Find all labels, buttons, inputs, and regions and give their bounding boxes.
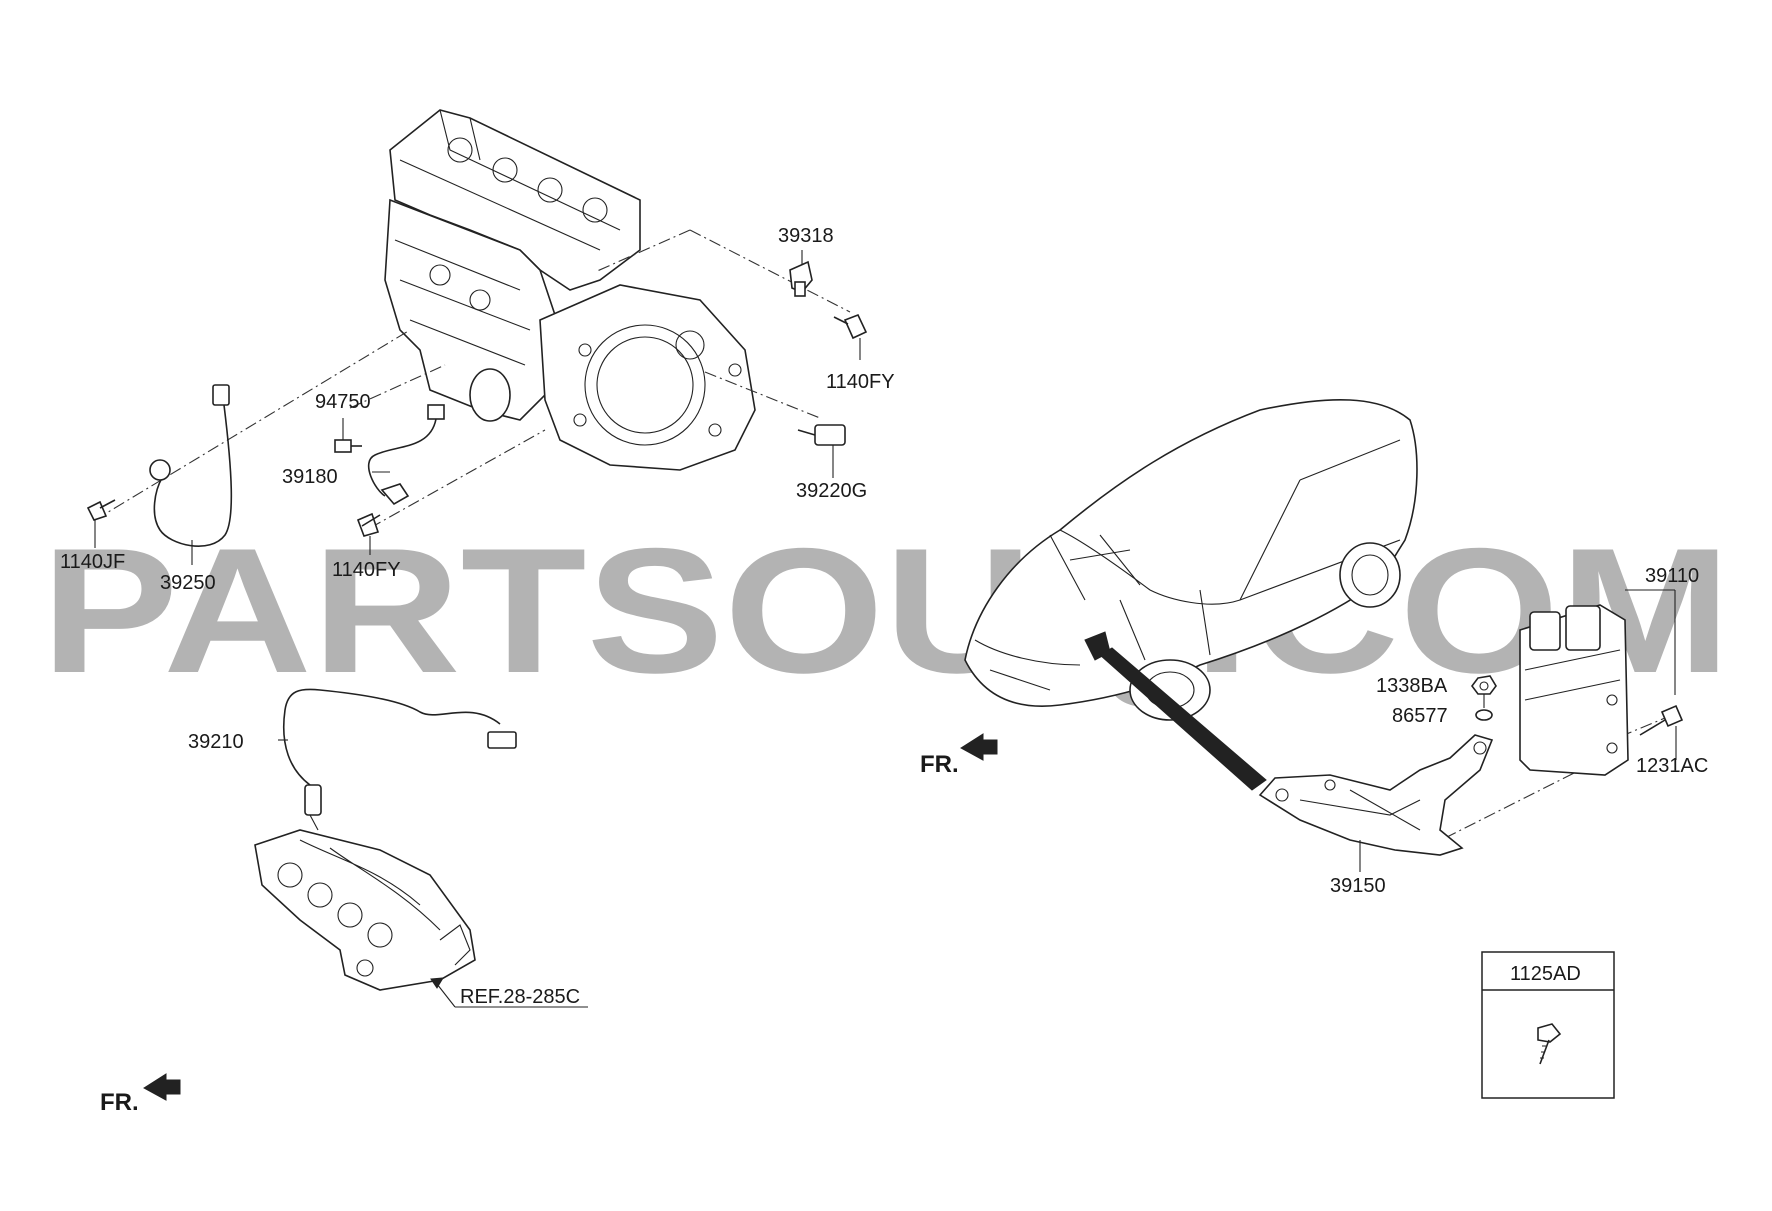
label-39150: 39150 <box>1330 875 1386 897</box>
fr-arrow-left <box>143 1073 181 1101</box>
label-ref-28-285C: REF.28-285C <box>460 986 580 1008</box>
label-39180: 39180 <box>282 466 338 488</box>
label-1231AC: 1231AC <box>1636 755 1708 777</box>
fr-arrow-right <box>960 733 998 761</box>
part-39318-sensor <box>789 260 813 297</box>
label-39220G: 39220G <box>796 480 867 502</box>
part-1338BA-nut <box>1471 675 1497 695</box>
part-39210-oxygen-sensor <box>282 688 517 831</box>
label-1125AD: 1125AD <box>1510 963 1581 985</box>
part-39250-knock-sensor <box>149 384 233 547</box>
label-39210: 39210 <box>188 731 244 753</box>
engine-block-drawing <box>384 109 756 471</box>
label-1140FY-top: 1140FY <box>826 371 895 393</box>
inset-box-1125AD <box>1481 951 1615 1099</box>
part-1140FY-top-bolt <box>833 313 868 340</box>
label-94750: 94750 <box>315 391 371 413</box>
part-1231AC-bolt <box>1639 704 1684 736</box>
car-drawing <box>964 398 1418 721</box>
label-39110: 39110 <box>1645 565 1699 587</box>
label-1140JF: 1140JF <box>60 551 125 573</box>
part-1140FY-bottom-bolt <box>356 512 381 537</box>
fr-label-right: FR. <box>920 751 959 778</box>
location-pointer <box>1099 647 1267 791</box>
label-1140FY-bottom: 1140FY <box>332 559 401 581</box>
part-39150-bracket <box>1258 734 1494 856</box>
part-1140JF-bolt <box>86 499 116 521</box>
label-39318: 39318 <box>778 225 834 247</box>
part-86577-washer <box>1475 709 1493 721</box>
part-39110-ecu <box>1519 604 1629 776</box>
ref-pointer <box>430 977 588 1008</box>
label-86577: 86577 <box>1392 705 1448 727</box>
part-94750-sender <box>334 439 362 453</box>
fr-label-left: FR. <box>100 1089 139 1116</box>
part-39220G-sensor <box>797 424 846 446</box>
watermark: PARTSOUQ.COM <box>41 511 1731 710</box>
label-1338BA: 1338BA <box>1376 675 1448 697</box>
exhaust-manifold-drawing <box>254 829 476 991</box>
part-39180-sensor <box>368 404 445 506</box>
label-39250: 39250 <box>160 572 216 594</box>
